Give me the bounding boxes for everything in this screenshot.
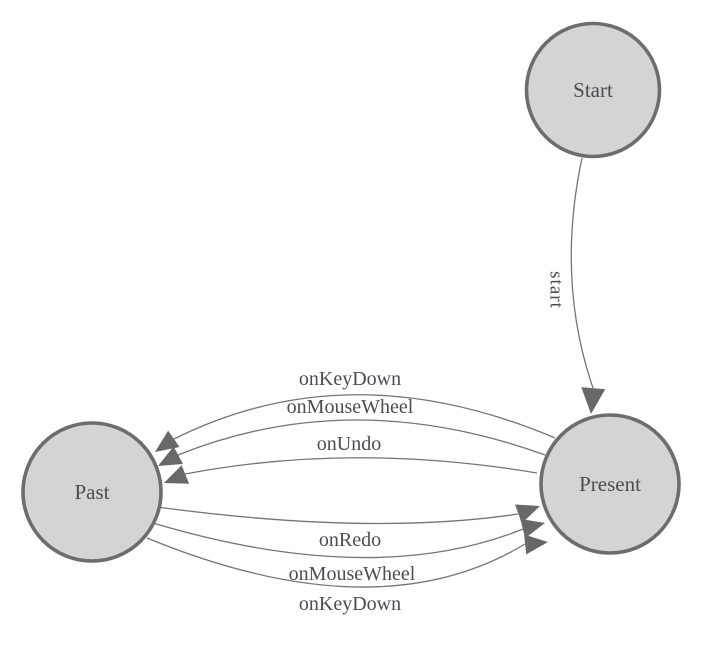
arrowhead-into-present-2	[520, 518, 545, 539]
node-present-circle	[539, 413, 681, 555]
arrowhead-into-present-1	[515, 504, 540, 524]
edge-present-past-onkeydown	[173, 394, 556, 440]
node-start[interactable]: Start	[524, 21, 662, 159]
node-past[interactable]: Past	[21, 421, 163, 563]
edge-label-onundo: onUndo	[317, 433, 381, 455]
edge-present-past-onundo	[184, 457, 538, 475]
arrowhead-start-present	[581, 387, 606, 414]
node-present[interactable]: Present	[539, 413, 681, 555]
edge-past-present-onkeydown	[146, 537, 526, 588]
node-past-circle	[21, 421, 163, 563]
edge-present-past-onmousewheel	[177, 419, 546, 456]
arrowhead-layer	[155, 387, 606, 555]
arrowhead-into-past-3	[164, 465, 190, 484]
node-start-label: Start	[573, 78, 613, 102]
edge-label-onkeydown-bottom: onKeyDown	[299, 593, 401, 615]
edge-past-present-onmousewheel	[152, 522, 524, 559]
edge-label-start: start	[546, 271, 567, 309]
edge-past-present-onredo	[156, 506, 519, 525]
edge-layer	[146, 157, 594, 588]
arrowhead-into-past-2	[158, 446, 183, 466]
edge-start-present	[570, 157, 594, 389]
edge-label-onkeydown-top: onKeyDown	[299, 368, 401, 390]
edge-label-onmousewheel-top: onMouseWheel	[287, 396, 414, 418]
node-start-circle	[524, 21, 662, 159]
node-past-label: Past	[74, 480, 109, 504]
arrowhead-into-past-1	[155, 430, 180, 452]
edge-label-onmousewheel-bottom: onMouseWheel	[289, 563, 416, 585]
arrowhead-into-present-3	[524, 534, 548, 555]
edge-label-onredo: onRedo	[319, 529, 381, 551]
node-present-label: Present	[579, 472, 641, 496]
edge-label-layer: start onKeyDown onMouseWheel onUndo onRe…	[287, 271, 567, 615]
